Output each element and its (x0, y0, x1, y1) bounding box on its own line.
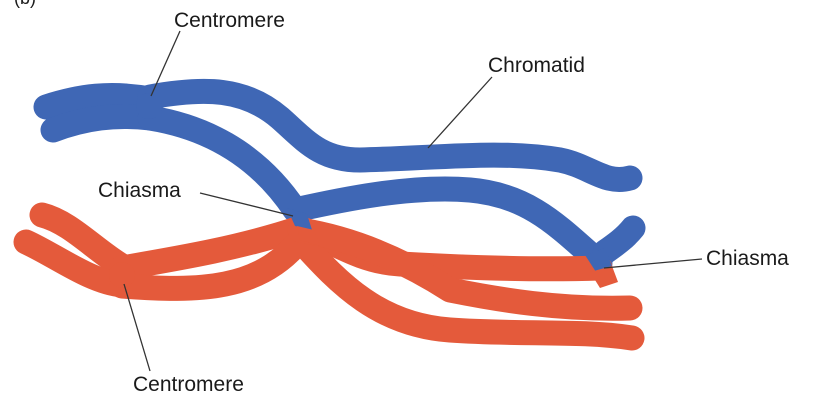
red-chromosome (26, 215, 632, 338)
label-chromatid-text: Chromatid (488, 54, 585, 77)
red-centromere (109, 262, 135, 288)
label-centromere-bottom-text: Centromere (133, 373, 244, 396)
label-chiasma-right-text: Chiasma (706, 247, 789, 270)
label-chromatid: Chromatid (428, 54, 585, 148)
blue-chromatid-right-tail (605, 228, 633, 252)
label-centromere-bottom: Centromere (124, 284, 244, 396)
label-chiasma-right: Chiasma (604, 247, 789, 270)
label-chiasma-left-text: Chiasma (98, 179, 181, 202)
leader-chromatid (428, 77, 492, 148)
blue-chromatid-lower-left-arm (53, 117, 150, 131)
leader-chiasma-right (604, 259, 702, 268)
blue-centromere (136, 93, 162, 119)
panel-label: (b) (14, 0, 36, 8)
label-centromere-top-text: Centromere (174, 9, 285, 32)
